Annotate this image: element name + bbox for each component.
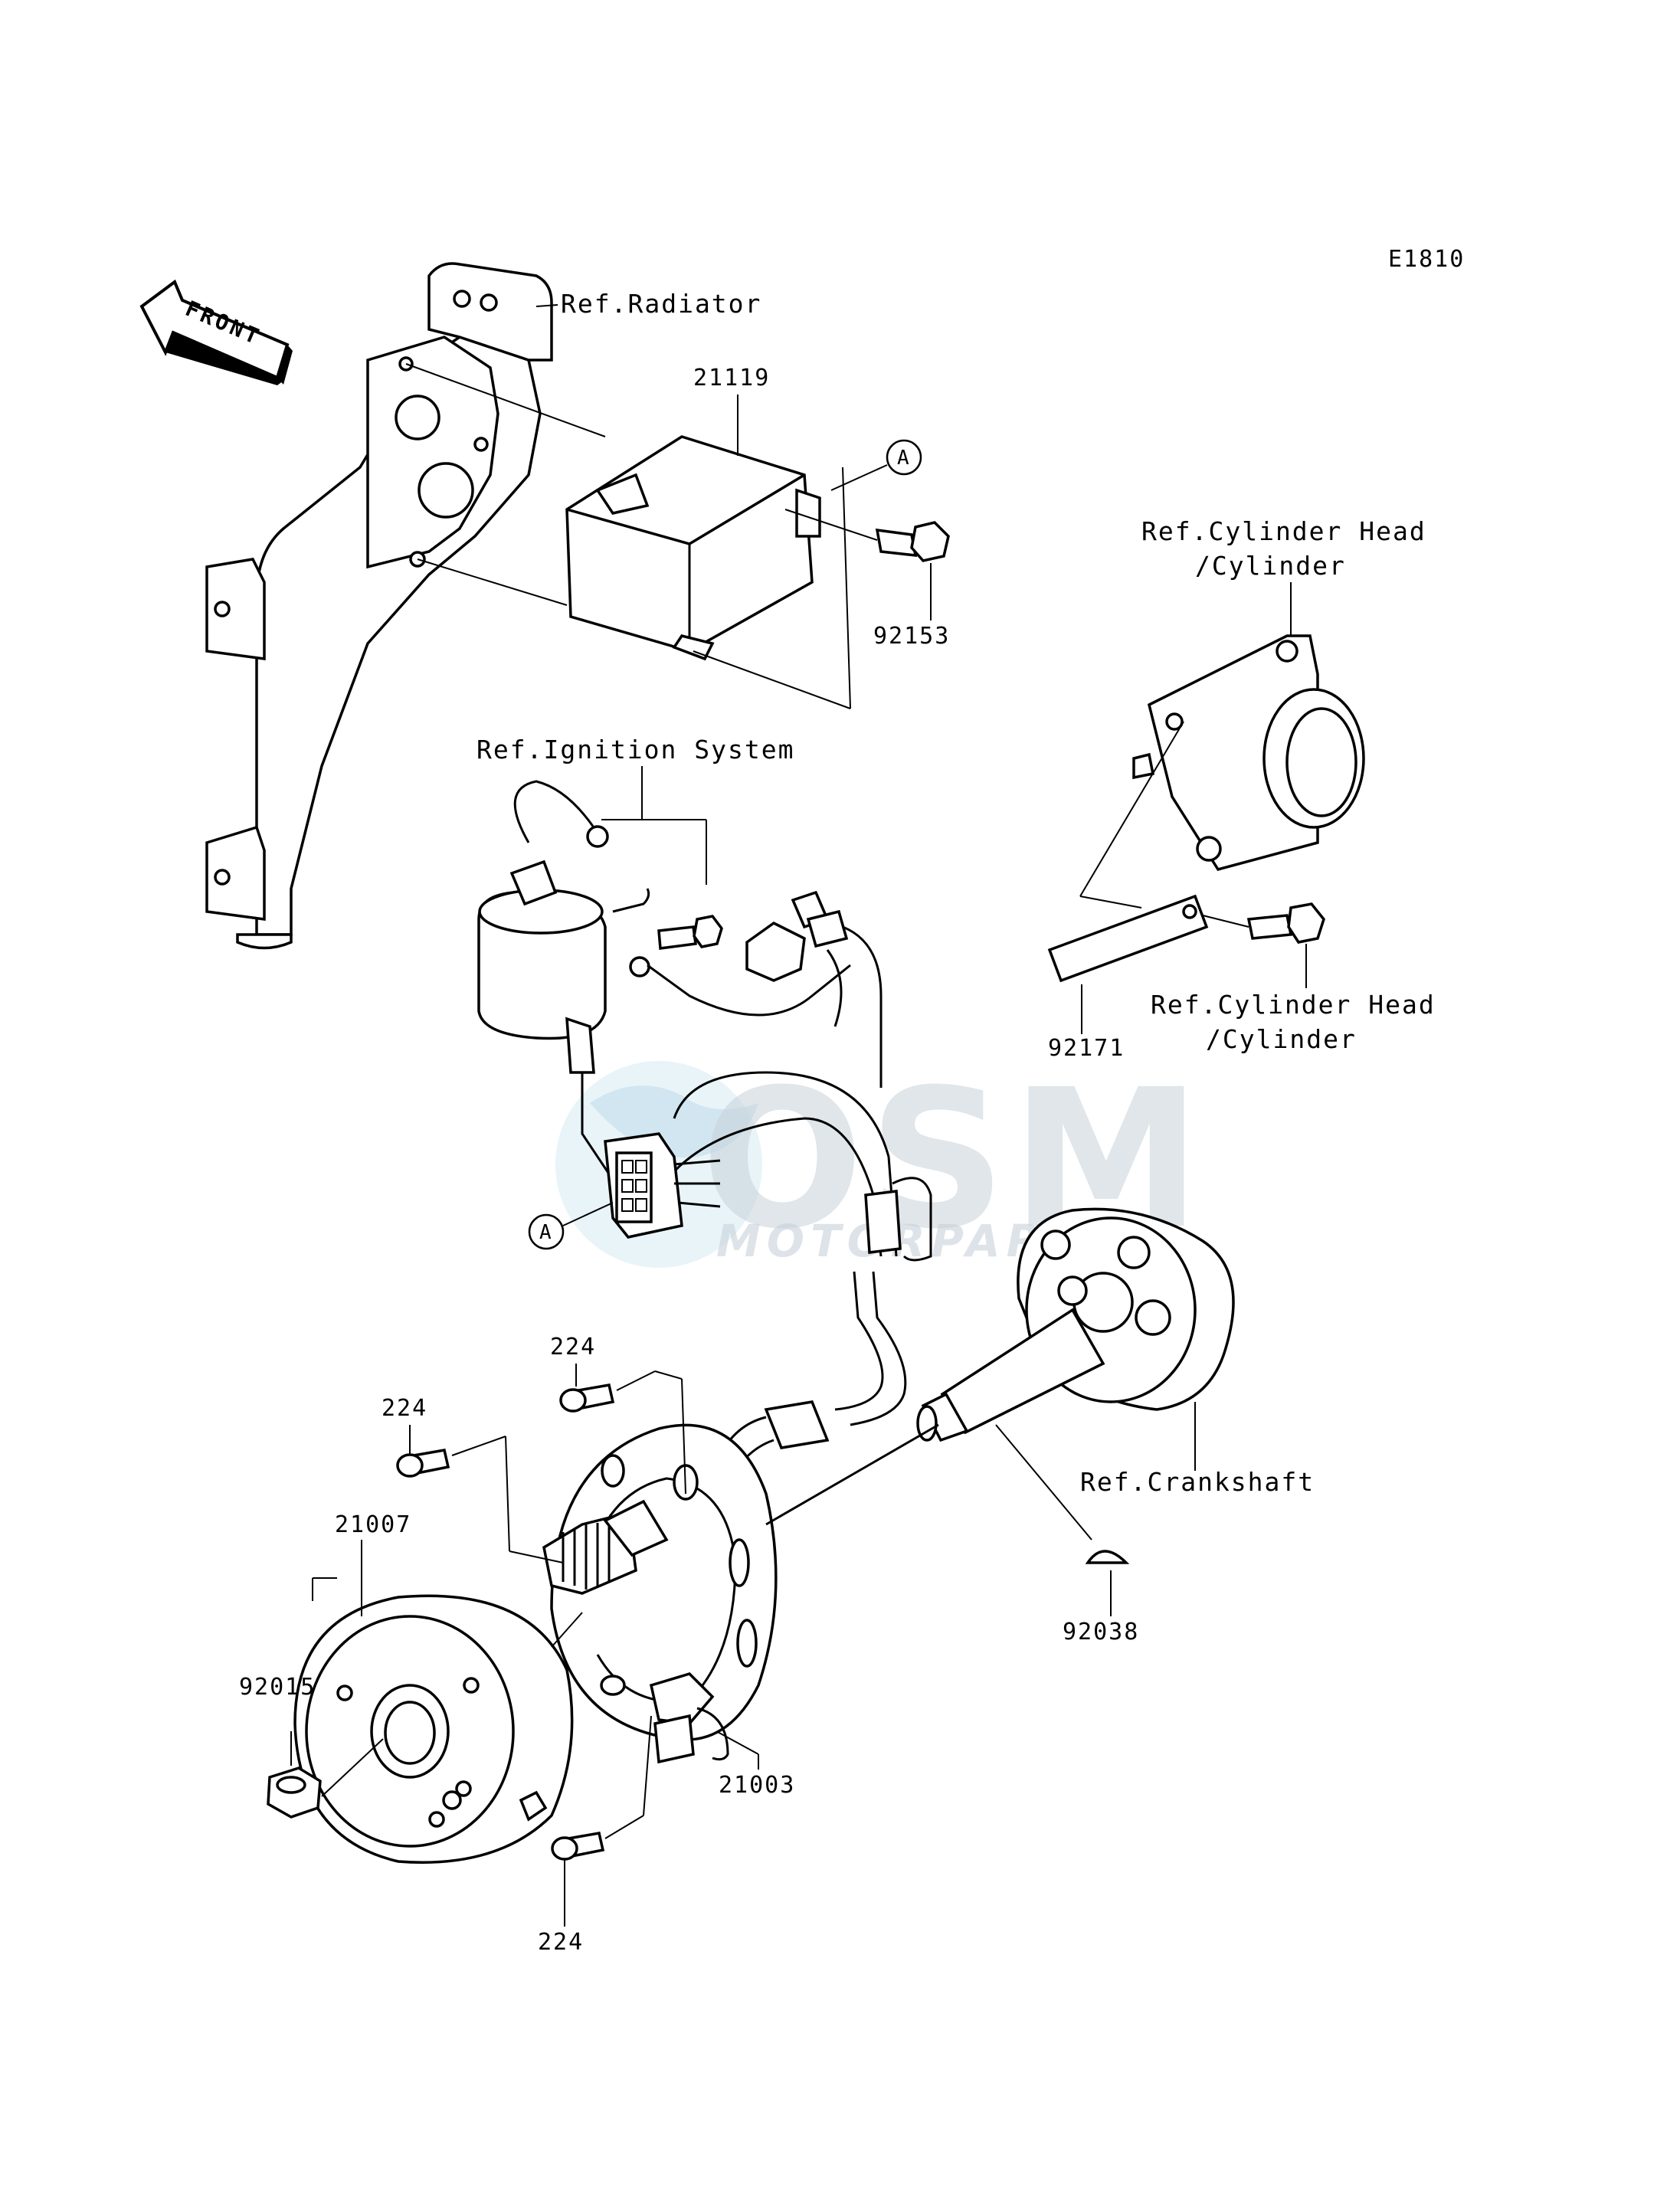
label-ref-cylinder-head-bottom-1: Ref.Cylinder Head (1151, 990, 1436, 1020)
label-ref-cylinder-head-top-1: Ref.Cylinder Head (1141, 516, 1426, 546)
label-ref-crankshaft: Ref.Crankshaft (1080, 1467, 1315, 1497)
woodruff-key (1085, 1550, 1130, 1564)
part-number-nut: 92015 (239, 1674, 316, 1701)
rotor-flywheel (293, 1594, 574, 1864)
part-number-stator: 21003 (719, 1772, 795, 1799)
part-number-key: 92038 (1063, 1619, 1139, 1645)
crankshaft (916, 1207, 1235, 1442)
part-number-screw-left: 224 (382, 1395, 427, 1422)
front-arrow-icon: FRONT (139, 279, 293, 385)
stator-plate (542, 1423, 939, 1764)
label-ref-cylinder-head-top-2: /Cylinder (1195, 551, 1346, 581)
part-number-bolt-igniter: 92153 (873, 623, 950, 650)
bolt-cylinder (1246, 902, 1325, 944)
callout-a-top: A (886, 439, 922, 476)
callout-a-top-label: A (897, 447, 909, 470)
label-ref-radiator: Ref.Radiator (561, 289, 761, 319)
diagram-code: E1810 (1388, 246, 1465, 273)
coil-bolt (657, 915, 723, 950)
callout-a-bottom: A (528, 1213, 565, 1250)
part-number-screw-bottom: 224 (538, 1929, 584, 1956)
bolt-92153 (875, 521, 950, 562)
screw-bottom (551, 1831, 605, 1861)
harness-bundle (665, 1071, 932, 1262)
label-ref-ignition-system: Ref.Ignition System (476, 735, 795, 765)
part-number-plate: 92171 (1048, 1035, 1125, 1062)
radiator-bracket (205, 262, 553, 950)
nut-92015 (267, 1766, 322, 1819)
screw-top (559, 1383, 615, 1413)
label-ref-cylinder-head-bottom-2: /Cylinder (1206, 1024, 1357, 1054)
callout-a-bottom-label: A (539, 1221, 552, 1244)
screw-left (396, 1448, 450, 1478)
cylinder-head (1132, 634, 1365, 872)
part-number-rotor: 21007 (335, 1511, 411, 1538)
connector-a (604, 1132, 721, 1239)
ignition-coil (477, 780, 614, 1180)
igniter-unit (565, 435, 821, 661)
harness-connectors (745, 890, 883, 1088)
plate-92171 (1047, 894, 1209, 983)
part-number-igniter: 21119 (693, 365, 770, 391)
part-number-screw-top: 224 (550, 1334, 596, 1360)
